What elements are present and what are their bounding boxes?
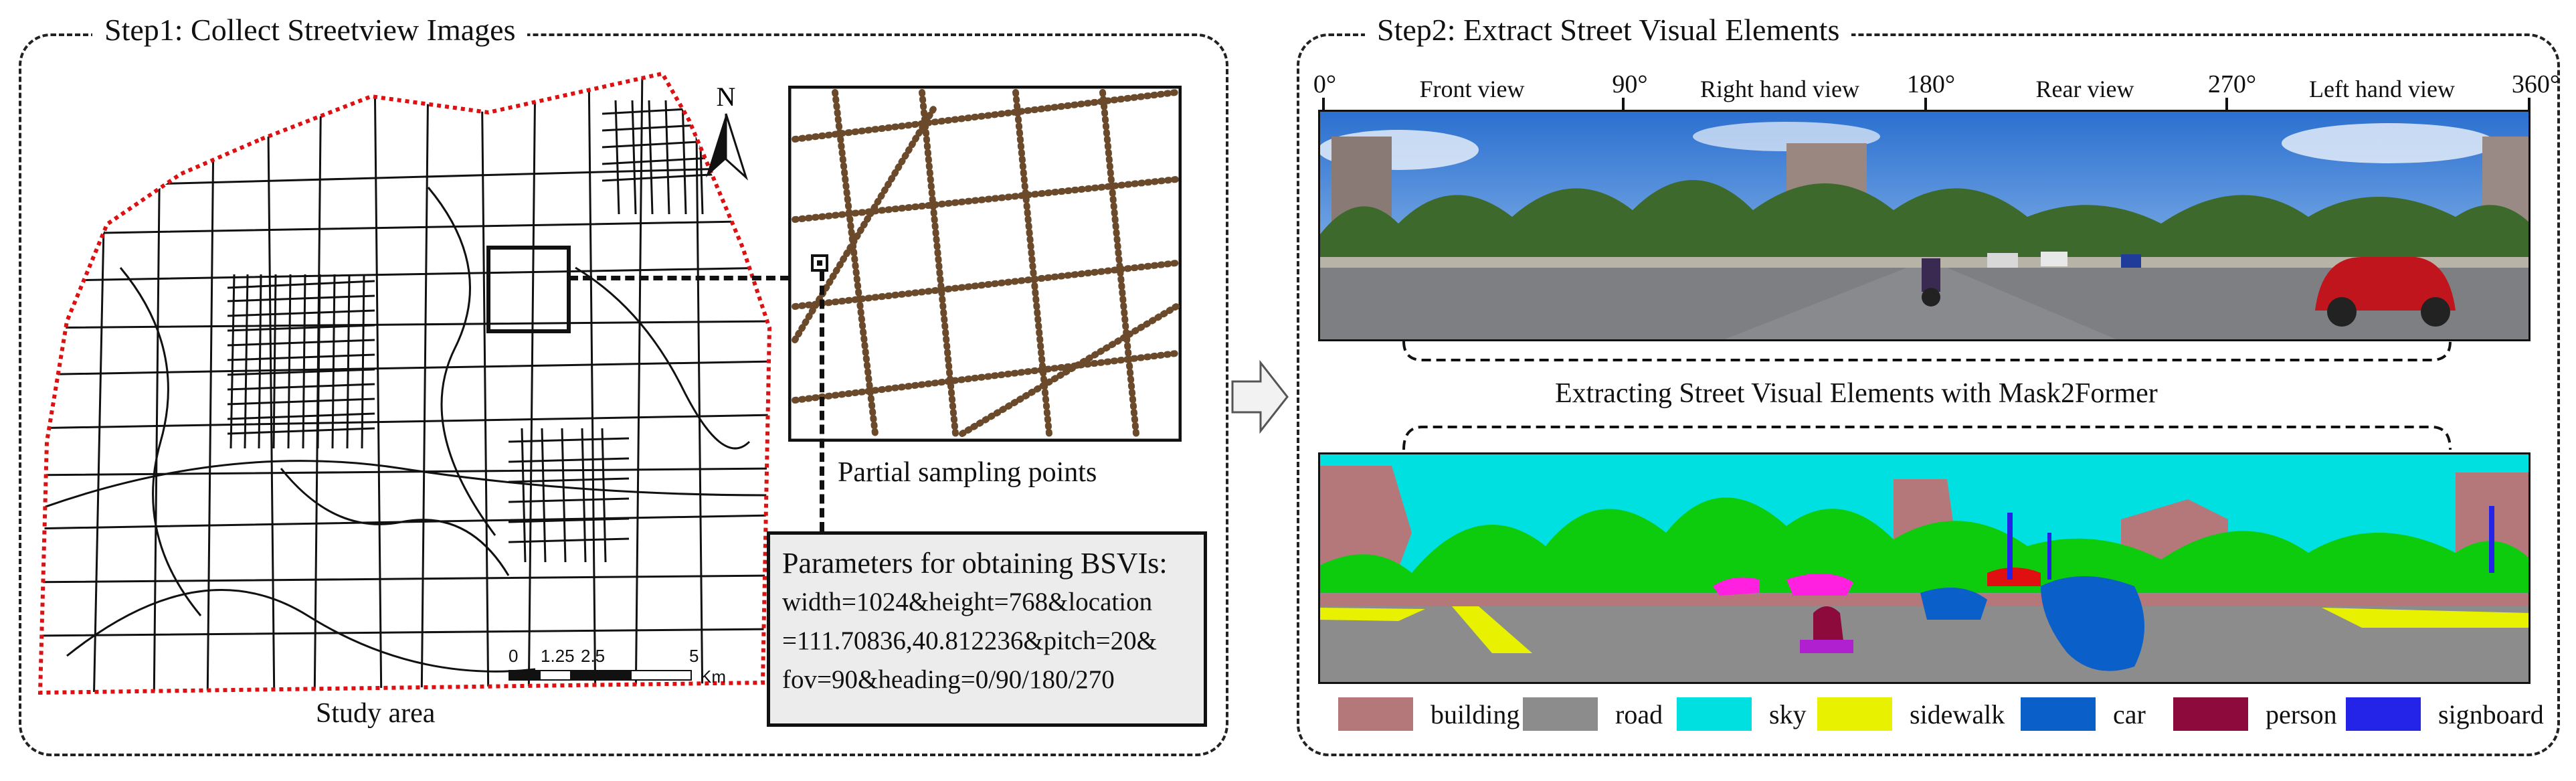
study-area-label: Study area [316,698,436,729]
view-label: Left hand view [2309,76,2455,102]
degree-label: 360° [2511,70,2561,98]
street-panorama-image [1318,110,2531,341]
degree-label: 270° [2207,70,2257,98]
connector-vertical [820,272,824,531]
legend-label: road [1615,699,1663,729]
legend-swatch [2346,697,2421,731]
legend-item-sky: sky [1677,696,1807,732]
bracket-bottom [1402,426,2452,450]
sampling-points-inset [788,86,1182,442]
legend-item-person: person [2173,696,2337,732]
params-line: width=1024&height=768&location [782,588,1153,616]
params-line: =111.70836,40.812236&pitch=20& [782,626,1157,655]
extract-label: Extracting Street Visual Elements with M… [1555,378,2158,409]
scale-tick-3: 5 [689,646,699,666]
partial-sampling-label: Partial sampling points [838,457,1097,488]
legend-item-car: car [2021,696,2146,732]
view-label: Right hand view [1700,76,1859,102]
zoom-box [486,246,571,333]
view-label: Rear view [2035,76,2134,102]
params-title: Parameters for obtaining BSVIs: [782,547,1168,580]
north-arrow-icon: N [706,82,749,181]
scale-bar: 0 1.25 2.5 5 [509,646,709,686]
scale-tick-2: 2.5 [581,646,606,666]
view-label: Front view [1419,76,1525,102]
degree-label: 90° [1612,70,1648,98]
legend-item-building: building [1338,696,1520,732]
road-network [40,74,769,693]
legend-swatch [2021,697,2096,731]
legend-label: building [1431,699,1520,729]
degree-label: 0° [1313,70,1337,98]
legend-swatch [1338,697,1413,731]
study-area-boundary [37,71,772,695]
step2-title: Step2: Extract Street Visual Elements [1365,13,1852,47]
segmentation-image [1318,452,2531,684]
legend-label: car [2113,699,2146,729]
svg-text:N: N [717,82,736,112]
legend-label: sky [1769,699,1807,729]
legend-item-road: road [1523,696,1663,732]
legend-label: sidewalk [1910,699,2005,729]
sampling-points [792,89,1180,437]
bracket-top [1402,341,2452,361]
legend-label: person [2266,699,2337,729]
params-line: fov=90&heading=0/90/180/270 [782,665,1115,694]
scale-unit: Km [700,667,726,687]
scale-tick-0: 0 [509,646,519,666]
legend-swatch [1523,697,1598,731]
step2-panel [1297,33,2560,756]
step1-title: Step1: Collect Streetview Images [92,13,528,47]
legend-swatch [1677,697,1752,731]
step1-panel [19,33,1228,756]
study-area-map [37,71,772,695]
connector-line [569,276,790,280]
params-box: Parameters for obtaining BSVIs: width=10… [767,531,1207,727]
scale-tick-1: 1.25 [541,646,575,666]
legend-label: signboard [2438,699,2544,729]
legend-swatch [2173,697,2248,731]
flow-arrow-icon [1231,360,1289,434]
legend-item-sidewalk: sidewalk [1817,696,2005,732]
degree-label: 180° [1906,70,1956,98]
legend-swatch [1817,697,1892,731]
legend-item-signboard: signboard [2346,696,2544,732]
